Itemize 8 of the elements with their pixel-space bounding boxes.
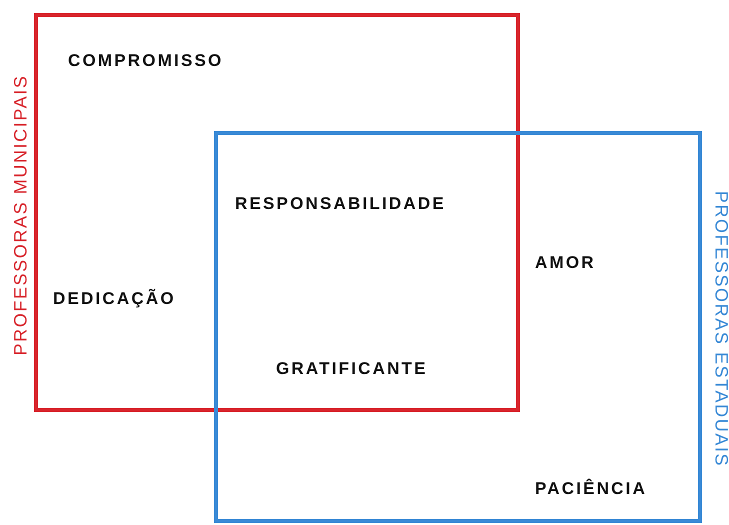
word-label: RESPONSABILIDADE: [235, 194, 446, 214]
set-label: PROFESSORAS ESTADUAIS: [710, 190, 729, 468]
set-label: PROFESSORAS MUNICIPAIS: [10, 74, 32, 356]
word-label: DEDICAÇÃO: [53, 289, 176, 309]
word-label: COMPROMISSO: [68, 51, 224, 71]
word-label: PACIÊNCIA: [535, 479, 648, 499]
word-label: AMOR: [535, 253, 596, 273]
word-label: GRATIFICANTE: [276, 359, 428, 379]
